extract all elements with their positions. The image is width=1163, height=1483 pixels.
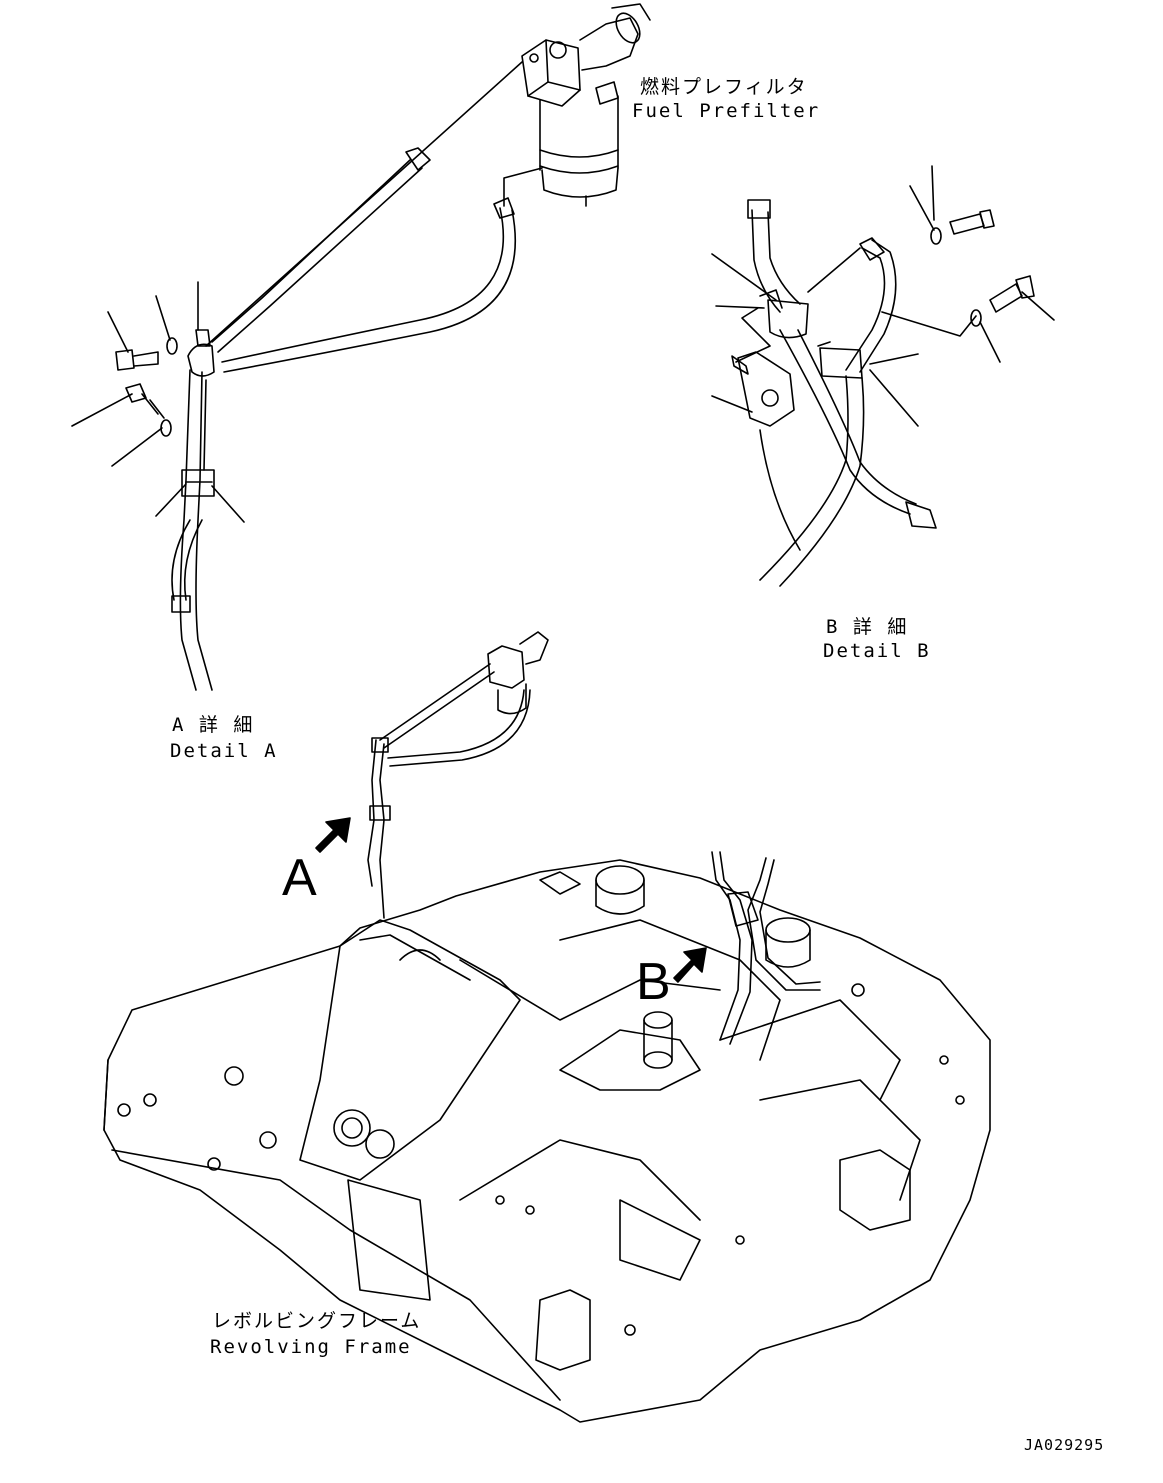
view-arrow-b — [673, 947, 707, 983]
drawing-id: JA029295 — [1024, 1436, 1105, 1454]
assembly-view — [103, 631, 991, 1423]
detail-b-title-en: Detail B — [823, 640, 931, 662]
detail-a-title-jp: A 詳 細 — [172, 714, 255, 736]
detail-b-title-jp: B 詳 細 — [826, 616, 909, 638]
fuel-prefilter-label-en: Fuel Prefilter — [632, 100, 821, 122]
fuel-prefilter-label-jp: 燃料プレフィルタ — [640, 76, 808, 98]
fuel-prefilter-drawing — [521, 3, 651, 207]
detail-a-drawing — [71, 281, 245, 691]
detail-b-drawing — [711, 165, 1055, 587]
revolving-frame-label-jp: レボルビングフレーム — [212, 1310, 422, 1332]
view-a-label: A — [282, 849, 317, 907]
view-b-label: B — [636, 953, 671, 1011]
view-arrow-a — [315, 817, 351, 853]
detail-a-title-en: Detail A — [170, 740, 278, 762]
fuel-hose-a — [211, 147, 517, 373]
revolving-frame-label-en: Revolving Frame — [210, 1336, 412, 1358]
